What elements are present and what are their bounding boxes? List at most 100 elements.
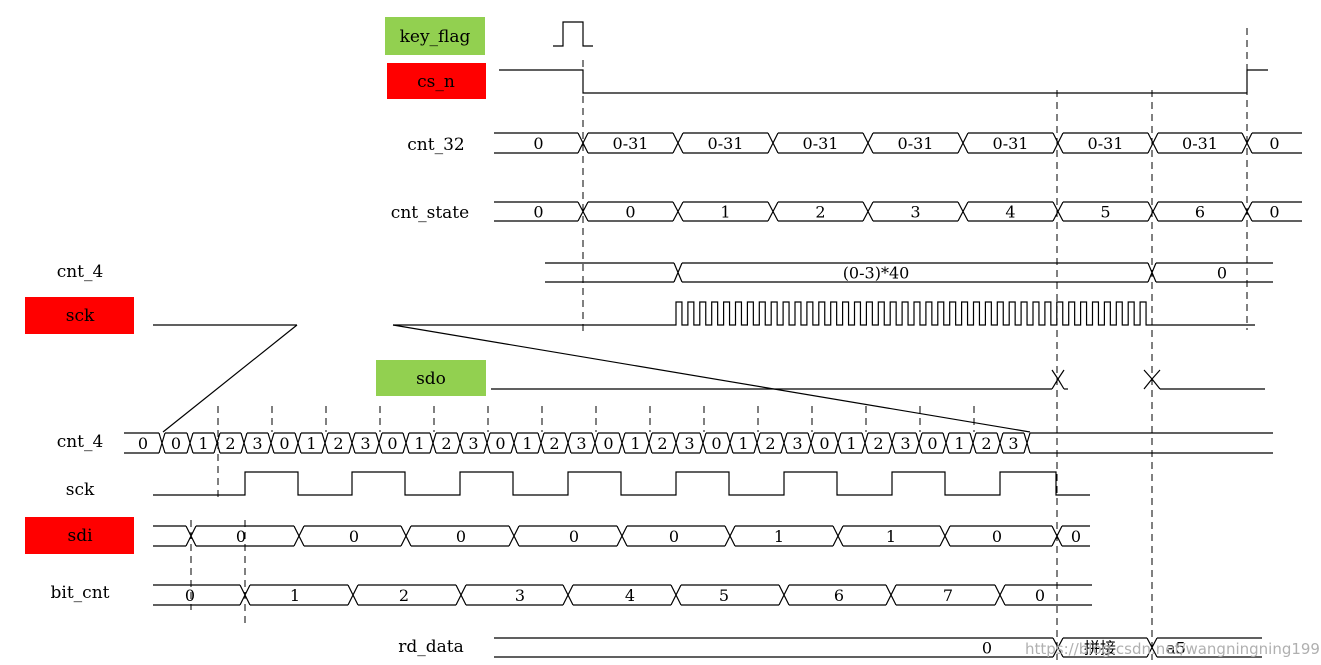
zoom-connector-right <box>392 324 1031 433</box>
bus-value: 0 <box>533 203 543 222</box>
bus-value: 3 <box>252 434 262 453</box>
bus-value: 2 <box>225 434 235 453</box>
bus-value: 0 <box>349 527 359 546</box>
bus-value: 0 <box>236 527 246 546</box>
bus-value: 1 <box>886 527 896 546</box>
bus-value: 1 <box>954 434 964 453</box>
sck-bottom-label: sck <box>66 480 95 500</box>
bus-value: 0 <box>533 134 543 153</box>
sdi-label-box <box>25 517 134 554</box>
bus-value: 5 <box>719 586 729 605</box>
bit-cnt-label: bit_cnt <box>51 583 110 603</box>
sck-bottom-waveform <box>153 471 1090 496</box>
bus-value: 1 <box>198 434 208 453</box>
bus-value: 0 <box>171 434 181 453</box>
bus-value: 1 <box>522 434 532 453</box>
bus-value: 3 <box>900 434 910 453</box>
bus-value: 0-31 <box>1182 134 1218 153</box>
bus-value: 0 <box>279 434 289 453</box>
bus-value: 0 <box>669 527 679 546</box>
watermark: https://blog.csdn.net/wangningning1996 <box>1025 640 1321 658</box>
bus-value: 3 <box>360 434 370 453</box>
cnt-4-top-bus: (0-3)*40 0 <box>545 262 1273 283</box>
bus-value: 0-31 <box>993 134 1029 153</box>
bus-value: 1 <box>414 434 424 453</box>
bus-value: 2 <box>657 434 667 453</box>
bus-value: 6 <box>834 586 844 605</box>
bus-value: 2 <box>873 434 883 453</box>
bus-value: 3 <box>468 434 478 453</box>
bus-value: 0-31 <box>803 134 839 153</box>
bus-value: 0 <box>1269 203 1279 222</box>
bus-value: 0-31 <box>1088 134 1124 153</box>
bus-value: 2 <box>441 434 451 453</box>
key-flag-waveform <box>553 21 593 47</box>
bus-value: 1 <box>290 586 300 605</box>
bus-value: 0 <box>456 527 466 546</box>
bus-value: 0 <box>927 434 937 453</box>
bus-value: a5 <box>1166 639 1186 658</box>
bus-value: 0 <box>992 527 1002 546</box>
sck-top-waveform <box>153 301 1255 326</box>
bus-value: 0 <box>625 203 635 222</box>
bus-value: 5 <box>1100 203 1110 222</box>
rd-data-label: rd_data <box>398 637 464 657</box>
bus-value: 1 <box>774 527 784 546</box>
bus-value: 0-31 <box>898 134 934 153</box>
bus-value: 0-31 <box>613 134 649 153</box>
bus-value: 2 <box>981 434 991 453</box>
bus-value: 2 <box>765 434 775 453</box>
bus-value: 2 <box>549 434 559 453</box>
bus-value: 0 <box>387 434 397 453</box>
bus-value: 0 <box>138 434 148 453</box>
bus-value: 3 <box>515 586 525 605</box>
bus-value: 3 <box>1008 434 1018 453</box>
bus-value: 3 <box>576 434 586 453</box>
cs-n-label-box <box>387 63 486 99</box>
sdi-label: sdi <box>67 526 93 546</box>
cs-n-waveform <box>499 69 1268 94</box>
bus-value: 拼接 <box>1084 639 1116 658</box>
bus-value: 2 <box>333 434 343 453</box>
bus-value: 1 <box>846 434 856 453</box>
sdi-bus: 0 0 0 0 0 1 1 0 0 <box>153 525 1090 547</box>
bus-value: 1 <box>738 434 748 453</box>
bus-value: 0 <box>1217 264 1227 283</box>
bus-value: 0 <box>711 434 721 453</box>
bus-value: 0 <box>1035 586 1045 605</box>
bus-value: (0-3)*40 <box>843 264 910 283</box>
sck-top-label-box <box>25 297 134 334</box>
bus-value: 0 <box>495 434 505 453</box>
cnt-4-bottom-label: cnt_4 <box>57 432 104 452</box>
reference-dashed-lines <box>190 28 1248 660</box>
sdo-label-box <box>376 360 486 396</box>
bus-value: 2 <box>399 586 409 605</box>
bus-value: 0 <box>569 527 579 546</box>
bus-value: 3 <box>684 434 694 453</box>
bus-value: 0 <box>1071 527 1081 546</box>
sdo-waveform <box>491 369 1265 390</box>
sck-top-label: sck <box>66 306 95 326</box>
bus-value: 4 <box>1005 203 1015 222</box>
bus-value: 0 <box>819 434 829 453</box>
bus-value: 3 <box>792 434 802 453</box>
cnt-32-label: cnt_32 <box>407 135 464 155</box>
zoom-connector-left <box>162 324 298 433</box>
sdo-label: sdo <box>416 369 446 389</box>
bus-value: 6 <box>1195 203 1205 222</box>
bus-value: 0 <box>982 639 992 658</box>
bus-value: 3 <box>910 203 920 222</box>
bus-value: 1 <box>630 434 640 453</box>
bus-value: 0 <box>185 586 195 605</box>
bus-value: 1 <box>306 434 316 453</box>
bus-value: 0 <box>1269 134 1279 153</box>
bus-value: 1 <box>720 203 730 222</box>
cnt-4-top-label: cnt_4 <box>57 262 104 282</box>
bus-value: 0 <box>603 434 613 453</box>
bus-value: 4 <box>625 586 635 605</box>
